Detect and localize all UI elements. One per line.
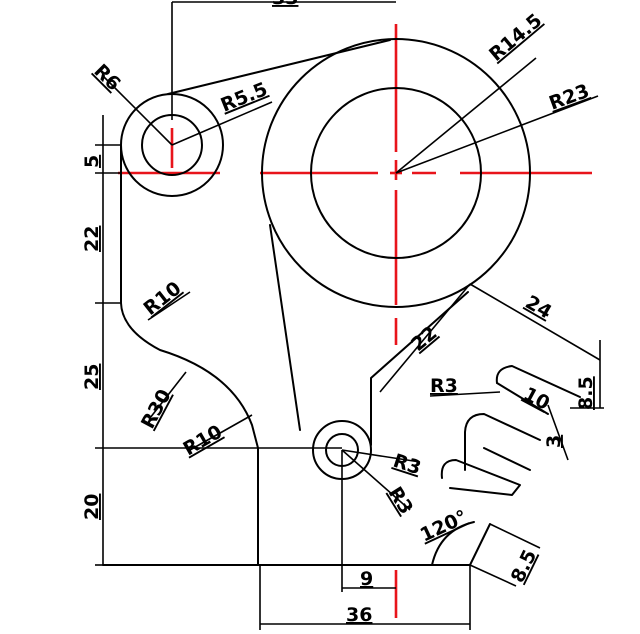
label-36: 36 <box>346 604 372 626</box>
label-9: 9 <box>360 568 373 590</box>
label-20: 20 <box>81 494 103 520</box>
label-3: 3 <box>543 435 565 448</box>
label-r10-upper: R10 <box>140 277 186 320</box>
label-22: 22 <box>81 226 103 252</box>
label-24: 24 <box>522 291 556 323</box>
label-25: 25 <box>81 364 103 390</box>
label-5: 5 <box>81 155 103 168</box>
label-8-5-bottom: 8.5 <box>507 546 542 586</box>
label-r3-slot: R3 <box>430 375 458 397</box>
center-lines <box>118 24 592 618</box>
outer-boss-circle <box>261 38 531 308</box>
label-r6: R6 <box>89 60 124 95</box>
label-r23: R23 <box>546 80 592 115</box>
label-8-5-right: 8.5 <box>575 376 597 410</box>
label-r10-lower: R10 <box>180 421 227 461</box>
slot-middle <box>464 413 541 471</box>
label-22-angled: 22 <box>407 322 441 356</box>
inner-bore-circle <box>310 87 482 259</box>
slot-upper <box>495 365 581 398</box>
left-profile <box>120 144 259 566</box>
slot-lower <box>440 459 521 496</box>
label-r14-5: R14.5 <box>485 9 546 65</box>
label-10: 10 <box>520 383 554 415</box>
label-r5-5: R5.5 <box>218 78 271 116</box>
label-r3-hole: R3 <box>390 450 423 480</box>
dimension-lines <box>95 1 604 630</box>
label-r3-hole2: R3 <box>384 483 417 518</box>
label-top-width: 33 <box>272 0 298 9</box>
